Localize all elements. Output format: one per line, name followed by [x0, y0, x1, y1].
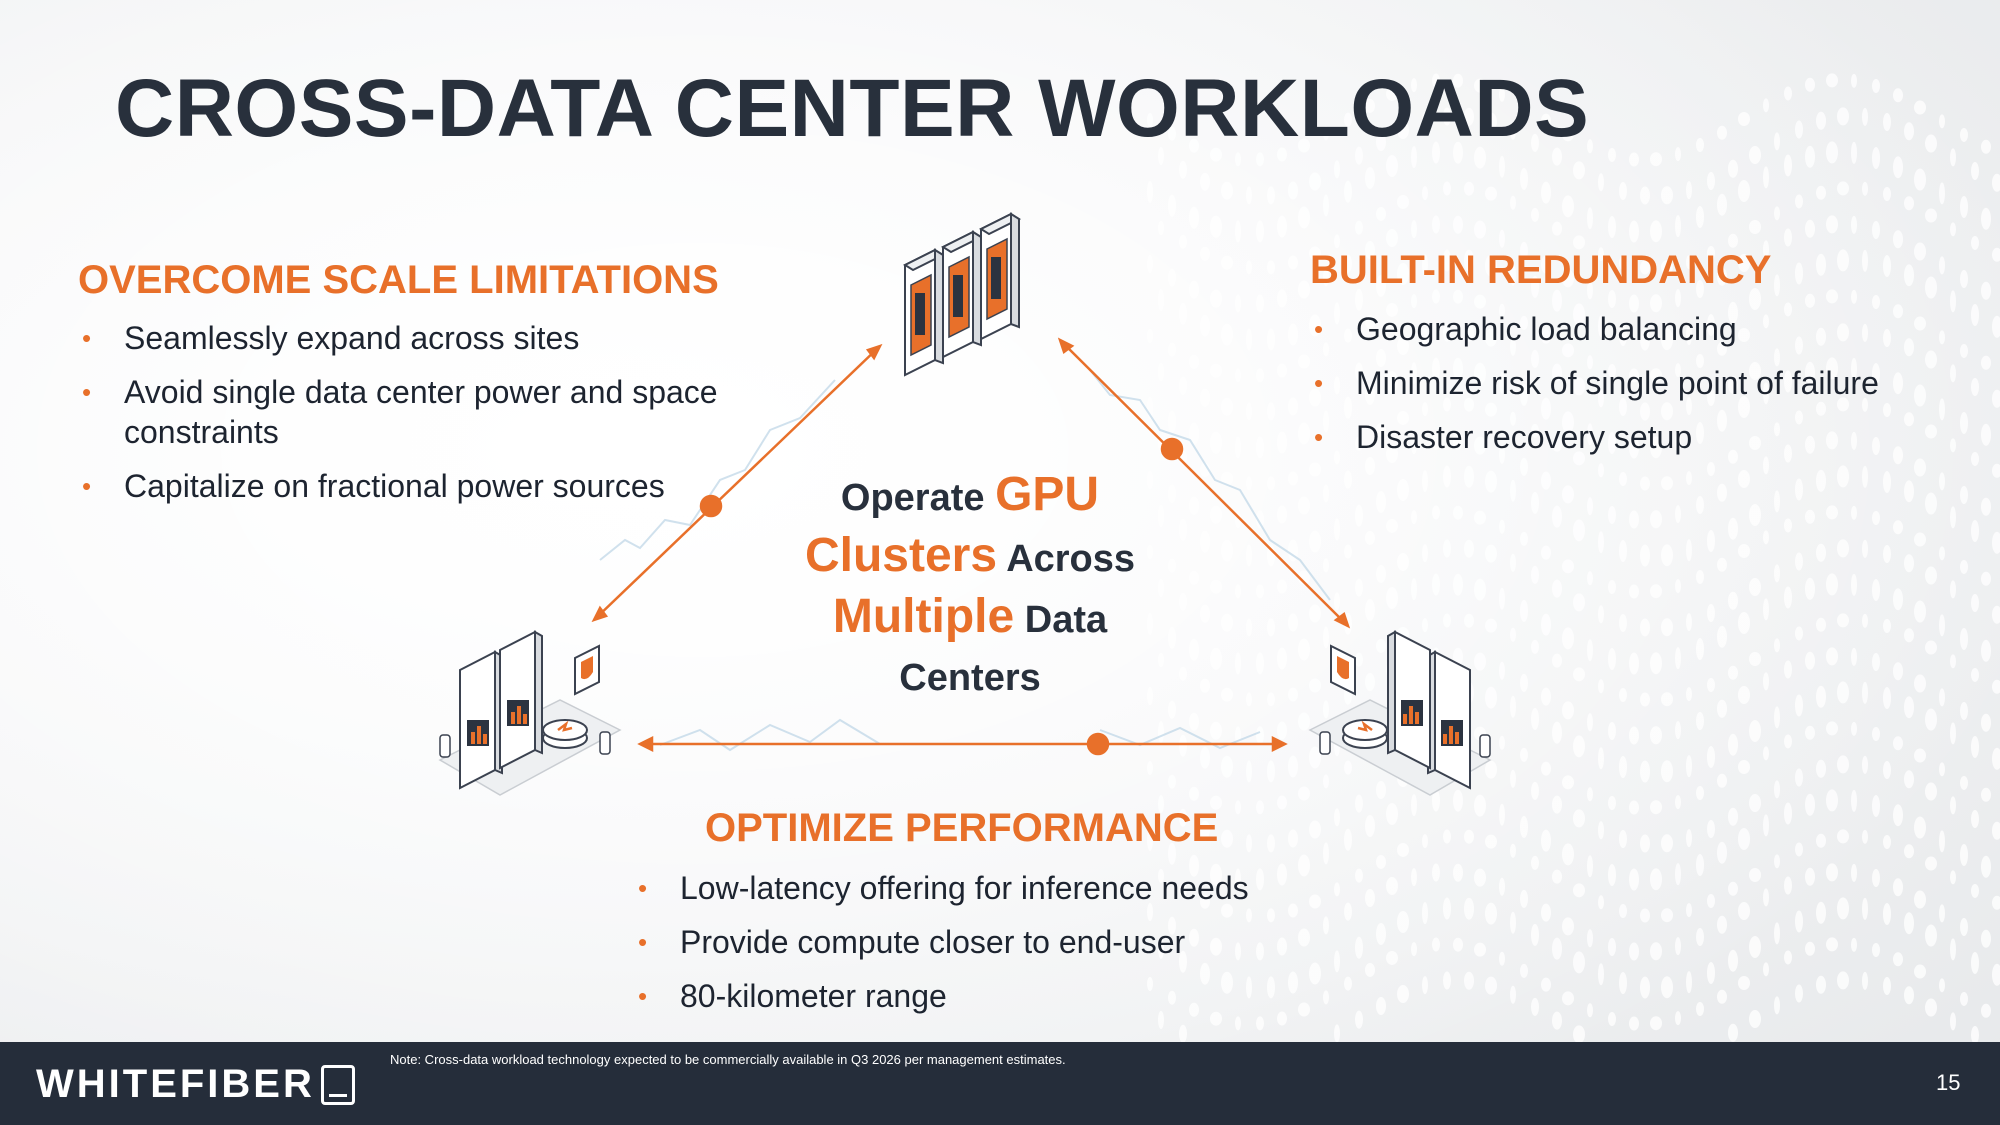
arrowhead-bottom-left	[637, 735, 654, 753]
node-dot-bottom	[1086, 732, 1110, 756]
company-logo: WHITEFIBER	[36, 1062, 355, 1107]
connector-top-right	[1059, 339, 1349, 627]
logo-text: WHITEFIBER	[36, 1062, 315, 1106]
center-word: Centers	[899, 657, 1041, 699]
bullet-list-performance: Low-latency offering for inference needs…	[634, 868, 1394, 1030]
list-item: Capitalize on fractional power sources	[78, 466, 778, 506]
center-caption: Operate GPU Clusters Across Multiple Dat…	[770, 466, 1170, 707]
arrowhead-bottom-right	[1271, 735, 1288, 753]
section-heading-performance: OPTIMIZE PERFORMANCE	[705, 806, 1219, 850]
list-item: Provide compute closer to end-user	[634, 922, 1394, 962]
arrowhead-top-right-end	[1333, 611, 1351, 629]
list-item: Seamlessly expand across sites	[78, 318, 778, 358]
server-unit-3	[978, 212, 1022, 341]
arrowhead-top-right-start	[1057, 337, 1075, 355]
arrowhead-top-left-end	[591, 605, 609, 623]
lightning-glow-bottom	[659, 718, 1261, 752]
section-heading-redundancy: BUILT-IN REDUNDANCY	[1310, 248, 1772, 292]
center-word: Data	[1024, 599, 1108, 641]
list-item: Geographic load balancing	[1310, 309, 1990, 349]
section-heading-scale: OVERCOME SCALE LIMITATIONS	[78, 258, 719, 302]
footer-bar: WHITEFIBER Note: Cross-data workload tec…	[0, 1042, 2000, 1125]
list-item: Low-latency offering for inference needs	[634, 868, 1394, 908]
node-dot-right	[1160, 437, 1184, 461]
data-center-left-icon	[438, 630, 622, 796]
page-title: CROSS-DATA CENTER WORKLOADS	[115, 63, 1590, 154]
bullet-list-redundancy: Geographic load balancing Minimize risk …	[1310, 309, 1990, 471]
data-center-right-icon	[1308, 630, 1492, 796]
center-word-highlight: Multiple	[832, 590, 1015, 643]
footnote: Note: Cross-data workload technology exp…	[390, 1052, 1066, 1067]
center-word: Operate	[840, 477, 985, 519]
server-unit-2	[940, 230, 984, 359]
server-rack-icon	[902, 212, 1022, 377]
list-item: 80-kilometer range	[634, 976, 1394, 1016]
center-word: Across	[1006, 538, 1136, 580]
list-item: Disaster recovery setup	[1310, 417, 1990, 457]
shield-icon-right	[1330, 644, 1356, 696]
list-item: Avoid single data center power and space…	[78, 372, 778, 452]
shield-icon	[574, 644, 600, 696]
bullet-list-scale: Seamlessly expand across sites Avoid sin…	[78, 318, 778, 520]
server-unit-1	[902, 248, 946, 377]
list-item: Minimize risk of single point of failure	[1310, 363, 1990, 403]
page-number: 15	[1936, 1070, 1961, 1095]
lightning-glow-right	[1089, 369, 1331, 601]
center-word-highlight: GPU	[995, 468, 1100, 521]
center-word-highlight: Clusters	[804, 529, 998, 582]
logo-box-icon	[320, 1064, 355, 1105]
arrowhead-top-left-start	[865, 343, 883, 361]
